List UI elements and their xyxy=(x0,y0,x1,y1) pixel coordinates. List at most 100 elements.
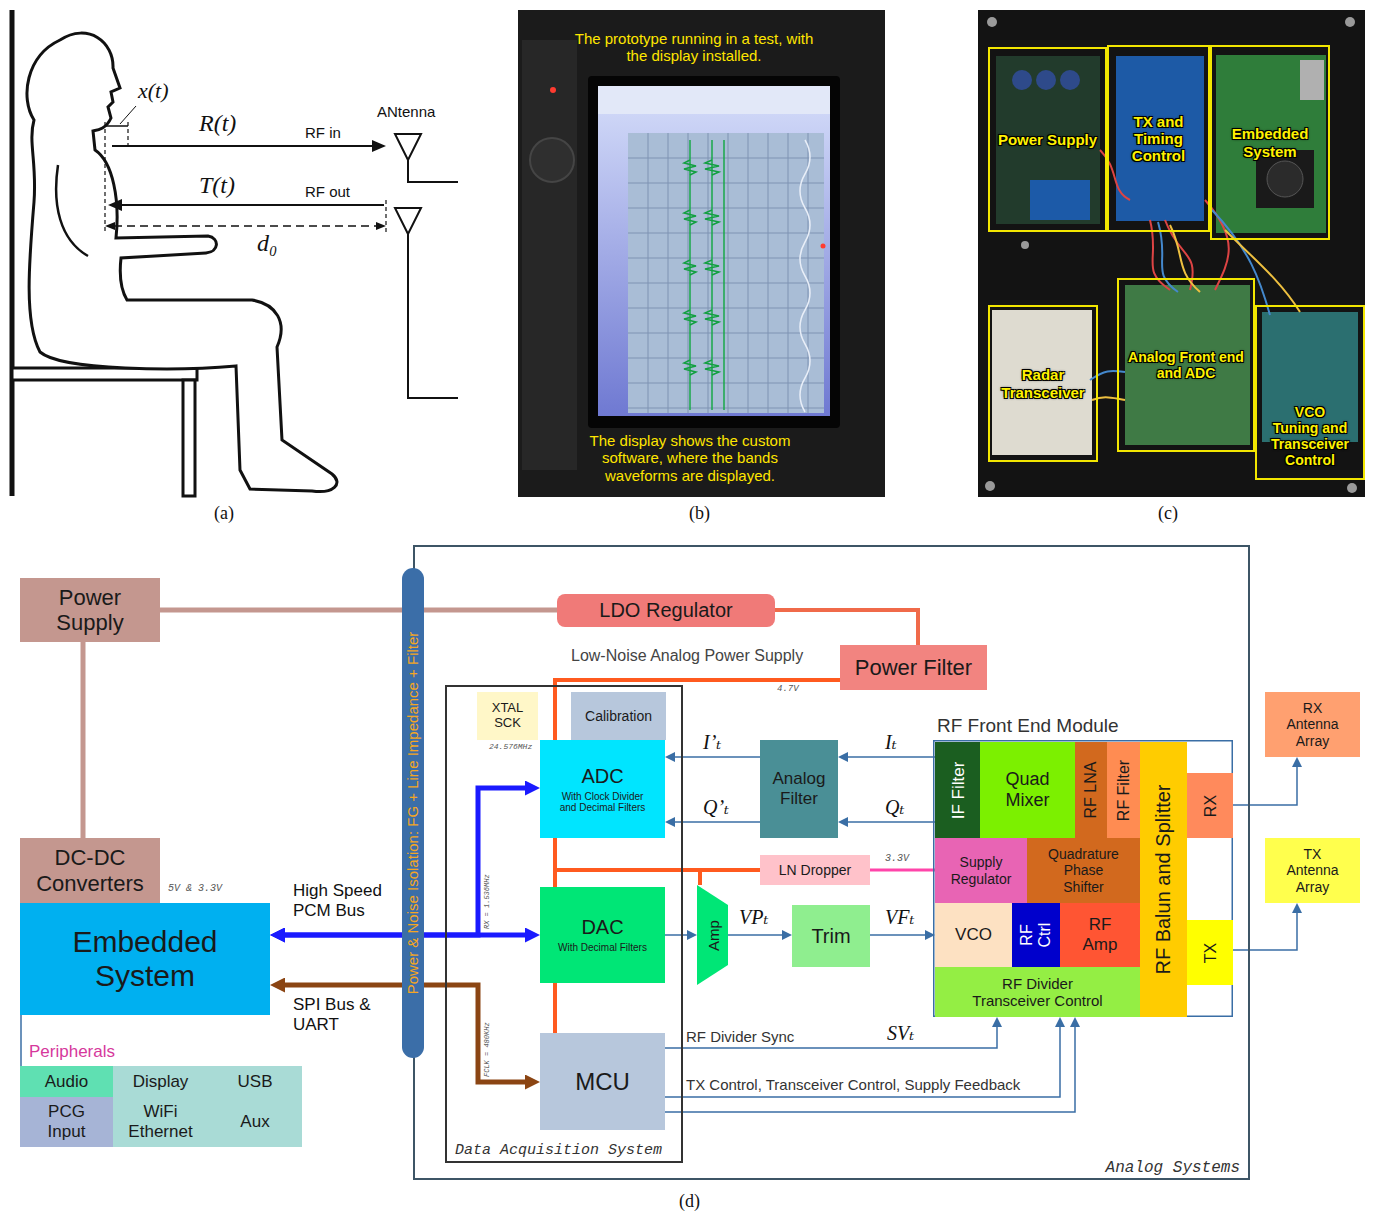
node-label: MCU xyxy=(575,1068,630,1096)
node-label: DAC xyxy=(581,916,623,939)
text-label: RX = 1.536MHz xyxy=(483,873,491,930)
displacement-bracket xyxy=(105,125,128,127)
amplifier-outline xyxy=(697,885,728,985)
balun-block: RF Balun and Splitter xyxy=(1140,742,1187,1017)
photo-callout-box: Power Supply xyxy=(988,47,1107,232)
rf-amp-block: RF Amp xyxy=(1060,903,1140,967)
node-label: Analog Front end and ADC xyxy=(1120,349,1252,381)
rotated-text-frame: RF Ctrl xyxy=(1012,903,1060,967)
node-label: DC-DC Converters xyxy=(25,845,155,896)
label-holder: I’ₜ xyxy=(702,731,722,754)
rf-filter-block: RF Filter xyxy=(1107,742,1140,838)
node-label: Analog Filter xyxy=(764,769,834,808)
node-label: Power & Noise Isolation: FG + Line Imped… xyxy=(404,632,421,995)
label-holder: (b) xyxy=(688,503,711,524)
edge-label: High Speed PCM Bus xyxy=(292,881,394,920)
photo-callout-box: Analog Front end and ADC xyxy=(1117,278,1255,452)
node-label: RF Divider Transceiver Control xyxy=(963,975,1113,1010)
text-label: R(t) xyxy=(198,110,237,138)
photo-callout-box: TX and Timing Control xyxy=(1107,45,1210,232)
crystal-box: XTAL SCK xyxy=(477,692,538,740)
label-holder: d₀ xyxy=(256,230,278,258)
rf-control-block: RF Ctrl xyxy=(1012,903,1060,967)
node-label: RF LNA xyxy=(1082,762,1100,819)
wire-bundle xyxy=(1100,150,1229,290)
edge-label: Q’ₜ xyxy=(702,796,730,819)
panel-a-drawing xyxy=(12,10,458,496)
converter-box: DC-DC Converters xyxy=(20,838,160,903)
label-holder: 24.576MHz xyxy=(488,742,533,751)
node-label: Trim xyxy=(811,925,850,948)
node-label: Data Acquisition System xyxy=(455,1142,662,1159)
connector xyxy=(844,821,935,823)
microcontroller-board xyxy=(1116,56,1204,221)
rotated-text-frame: RF Balun and Splitter xyxy=(1140,742,1187,1017)
person-silhouette xyxy=(27,33,337,491)
antenna-feed xyxy=(408,160,458,182)
amplifier-symbol: Amp xyxy=(697,885,728,985)
node-label: Embedded System xyxy=(45,925,245,994)
node-label: Embedded System xyxy=(1225,125,1315,160)
text-label: SVₜ xyxy=(886,1022,915,1045)
phase-shifter-block: Quadrature Phase Shifter xyxy=(1027,838,1140,903)
converter-board xyxy=(1030,180,1090,220)
node-label: RX Antenna Array xyxy=(1283,700,1343,748)
window-title xyxy=(598,86,830,114)
node-label: TX xyxy=(1201,942,1219,962)
led xyxy=(550,87,556,93)
usb-port xyxy=(1300,60,1324,100)
photo-callout-box: VCO Tuning and Transceiver Control xyxy=(1255,305,1365,480)
connector xyxy=(665,934,691,936)
label-holder: High Speed PCM Bus xyxy=(292,881,394,920)
plot-grid xyxy=(628,133,824,413)
connector xyxy=(671,821,760,823)
label-holder: 3.3V xyxy=(884,853,910,865)
label-holder: R(t) xyxy=(198,110,237,138)
arrowhead xyxy=(105,222,115,230)
capacitor xyxy=(1012,70,1032,90)
waveform-burst xyxy=(684,160,719,375)
guide-line xyxy=(385,200,386,232)
connector xyxy=(555,680,840,740)
screw xyxy=(987,17,997,27)
node-label: XTAL SCK xyxy=(488,701,528,731)
connector xyxy=(728,934,786,936)
peripheral-cell: PCG Input xyxy=(20,1097,113,1147)
text-label: FCLK = 480KHz xyxy=(483,1021,491,1078)
arrowhead xyxy=(376,222,386,230)
rotated-text-frame: Amp xyxy=(697,885,728,985)
waveform-sine xyxy=(800,140,810,412)
label-holder: (a) xyxy=(213,503,235,524)
node-label: LN Dropper xyxy=(779,862,851,878)
node-label: RF Balun and Splitter xyxy=(1152,784,1175,974)
connector xyxy=(665,1023,997,1048)
photo-background xyxy=(978,10,1365,497)
connector xyxy=(665,1023,1060,1097)
label-holder: SVₜ xyxy=(886,1022,915,1045)
adc-box: ADCWith Clock Divider and Decimal Filter… xyxy=(540,740,665,838)
node-label: Calibration xyxy=(585,708,652,724)
label-holder: SPI Bus & UART xyxy=(292,995,374,1034)
label-holder: RF in xyxy=(304,124,342,141)
peripheral-cell: Display xyxy=(113,1066,208,1097)
subsystem-outline: Data Acquisition System XTAL SCK Calibrati… xyxy=(445,685,683,1163)
embedded-system-box: Embedded System xyxy=(20,903,270,1015)
photo-callout-box: Radar Transceiver xyxy=(988,305,1098,462)
node-label: Audio xyxy=(45,1072,88,1092)
guide-line xyxy=(104,122,105,232)
screw xyxy=(985,481,995,491)
connector xyxy=(870,869,935,872)
edge-label: SPI Bus & UART xyxy=(292,995,374,1034)
filter-box: Power Filter xyxy=(840,645,987,690)
label-holder: Low-Noise Analog Power Supply xyxy=(570,647,804,665)
plot-area xyxy=(628,133,824,413)
panel-c-photo xyxy=(978,10,1365,497)
photo-background xyxy=(518,10,885,497)
node-label: Aux xyxy=(240,1112,269,1132)
node-label: TX and Timing Control xyxy=(1128,113,1190,165)
connector xyxy=(81,642,86,838)
edge-label: Low-Noise Analog Power Supply xyxy=(570,647,804,665)
arm-contour xyxy=(56,165,88,256)
node-label: IF Filter xyxy=(948,761,968,819)
label-holder: RF Divider Sync xyxy=(685,1028,795,1045)
